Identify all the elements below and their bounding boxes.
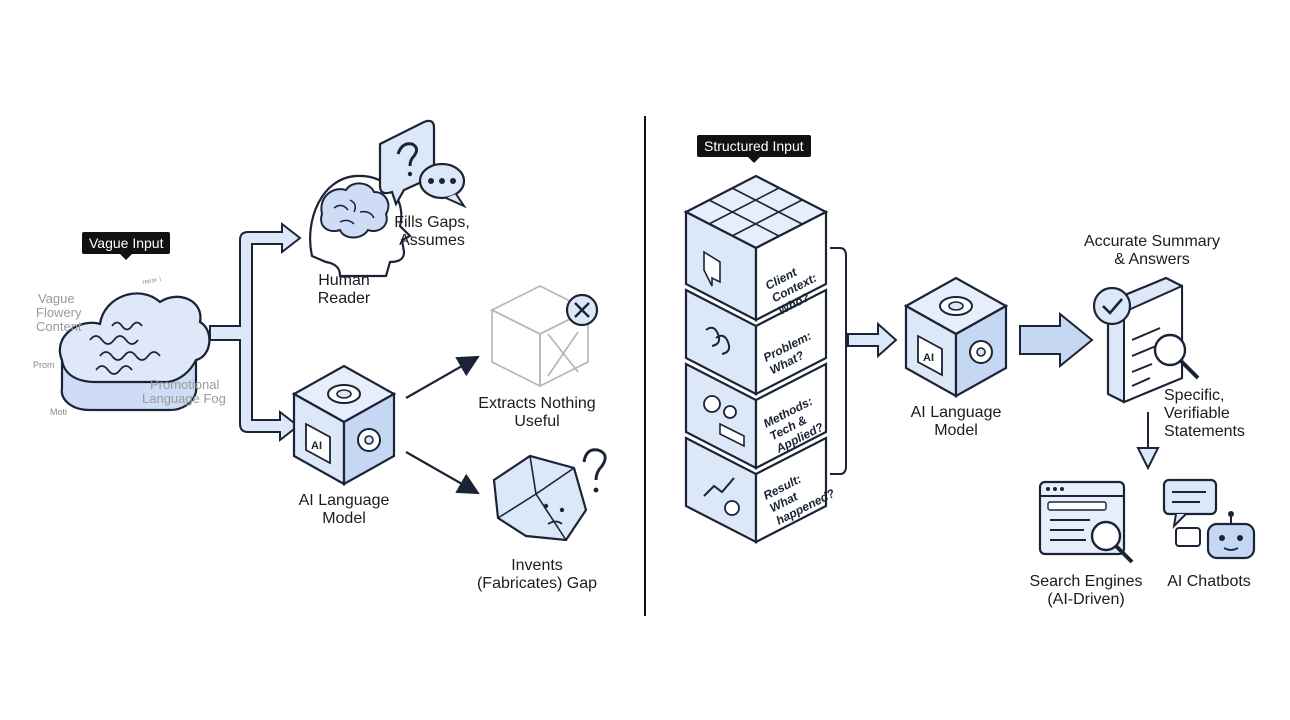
search-line1: Search Engines xyxy=(1029,573,1143,590)
statements-line1: Specific, xyxy=(1164,387,1225,404)
chat-bubble-icon xyxy=(418,162,467,209)
chatbots-label: AI Chatbots xyxy=(1158,573,1260,591)
fog-flowery: Flowery xyxy=(36,305,82,320)
human-reader-line1: Human xyxy=(318,272,370,289)
summary-document-icon xyxy=(1092,276,1200,404)
extracts-nothing-label: Extracts Nothing Useful xyxy=(466,395,608,431)
invents-line1: Invents xyxy=(511,557,563,574)
close-icon xyxy=(565,293,599,327)
human-brain-icon xyxy=(309,174,412,278)
fog-vague: Vague xyxy=(38,291,75,306)
structured-stack: ClientContext:Who? Problem:What? Methods… xyxy=(683,174,838,544)
search-engines-label: Search Engines (AI-Driven) xyxy=(1022,573,1150,609)
human-reader-line2: Reader xyxy=(317,290,371,307)
ai-chip-label-left: AI xyxy=(311,440,322,452)
fog-scribble-1: Prom xyxy=(33,360,55,370)
svg-text:ClientContext:Who?: ClientContext:Who? xyxy=(763,258,825,318)
summary-line1: Accurate Summary xyxy=(1083,233,1221,250)
arrow-model-to-summary xyxy=(1019,311,1094,369)
arrow-down-head xyxy=(1136,447,1160,471)
summary-line2: & Answers xyxy=(1114,251,1190,268)
invents-line2: (Fabricates) Gap xyxy=(476,575,598,592)
branch-arrows xyxy=(209,221,302,443)
statements-line3: Statements xyxy=(1164,423,1245,440)
stack-bracket xyxy=(830,247,847,475)
ai-model-left-line2: Model xyxy=(322,510,366,527)
fog-scribble-2: Moti xyxy=(50,407,68,417)
chatbot-icon xyxy=(1162,478,1256,560)
ai-model-right-label: AI Language Model xyxy=(896,404,1016,440)
ai-model-left-label: AI Language Model xyxy=(284,492,404,528)
statements-line2: Verifiable xyxy=(1164,405,1230,422)
arrow-stack-to-model xyxy=(847,321,898,359)
fog-content: Content xyxy=(36,319,82,334)
extracts-nothing-line2: Useful xyxy=(514,413,560,430)
fabricated-block-icon xyxy=(492,448,607,542)
extracts-nothing-line1: Extracts Nothing xyxy=(478,395,596,412)
fills-gaps-label: Fills Gaps, Assumes xyxy=(382,214,482,250)
ai-model-left-line1: AI Language xyxy=(298,492,390,509)
fills-gaps-line1: Fills Gaps, xyxy=(394,214,470,231)
chatbots-line1: AI Chatbots xyxy=(1167,573,1251,590)
vague-input-tag: Vague Input xyxy=(82,232,171,260)
statements-label: Specific, Verifiable Statements xyxy=(1164,387,1264,441)
structured-input-tag: Structured Input xyxy=(697,135,811,163)
summary-label: Accurate Summary & Answers xyxy=(1072,233,1232,269)
search-line2: (AI-Driven) xyxy=(1047,591,1125,608)
ai-model-right-line2: Model xyxy=(934,422,978,439)
fills-gaps-line2: Assumes xyxy=(399,232,465,249)
fog-language: Language Fog xyxy=(142,391,226,406)
fog-promotional: Promotional xyxy=(150,377,220,392)
ai-model-cube-left: AI xyxy=(291,364,397,486)
ai-chip-label-right: AI xyxy=(923,352,934,364)
ai-model-cube-right: AI xyxy=(903,276,1009,398)
search-window-icon xyxy=(1038,480,1134,564)
human-reader-label: Human Reader xyxy=(304,272,384,308)
ai-model-right-line1: AI Language xyxy=(910,404,1002,421)
arrow-to-extract xyxy=(405,355,480,399)
vague-cloud-icon xyxy=(58,292,211,412)
invents-label: Invents (Fabricates) Gap xyxy=(466,557,608,593)
arrow-to-invent xyxy=(405,451,480,495)
